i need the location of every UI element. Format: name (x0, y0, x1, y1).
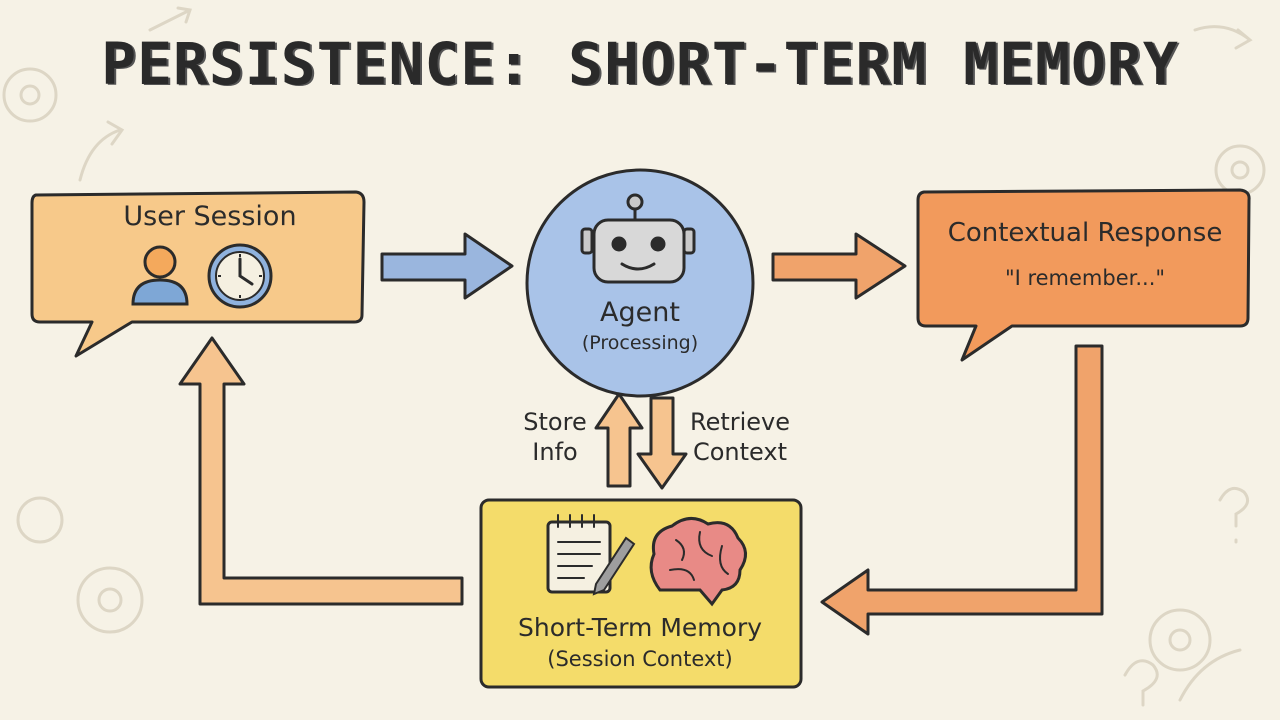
gear-doodle-icon (2, 67, 58, 123)
arrow-doodle-icon (78, 120, 125, 182)
question-doodle-icon (1123, 659, 1159, 707)
store-info-label: Store Info (523, 408, 587, 466)
arrow-doodle-icon (1178, 648, 1242, 702)
notepad-icon (546, 514, 636, 596)
arrow-response-to-memory (820, 344, 1104, 636)
arrow-doodle-icon (1193, 25, 1253, 50)
retrieve-context-label: Retrieve Context (689, 408, 791, 466)
user-icon (131, 245, 189, 306)
contextual-response-box (916, 188, 1251, 362)
gear-doodle-icon (1148, 608, 1212, 672)
user-session-label: User Session (123, 201, 297, 232)
robot-icon (580, 193, 696, 284)
short-term-memory-label: Short-Term Memory (517, 613, 763, 642)
contextual-response-label: Contextual Response (947, 218, 1223, 248)
contextual-response-sublabel: "I remember..." (1004, 266, 1166, 290)
agent-label: Agent (600, 297, 680, 328)
clock-icon (207, 243, 273, 309)
short-term-memory-sublabel: (Session Context) (547, 647, 733, 671)
arrow-agent-to-response (771, 232, 907, 300)
arrow-store-info (594, 392, 644, 488)
page-title: PERSISTENCE: SHORT-TERM MEMORY (101, 30, 1179, 98)
arrow-memory-to-user (178, 336, 464, 606)
brain-icon (649, 517, 747, 607)
arrow-retrieve-context (636, 396, 688, 490)
gear-doodle-icon (76, 566, 144, 634)
gear-doodle-icon (16, 496, 64, 544)
question-doodle-icon (1218, 486, 1250, 544)
agent-sublabel: (Processing) (581, 332, 699, 354)
user-session-box (30, 190, 366, 358)
arrow-doodle-icon (148, 6, 192, 32)
arrow-user-to-agent (380, 232, 514, 300)
